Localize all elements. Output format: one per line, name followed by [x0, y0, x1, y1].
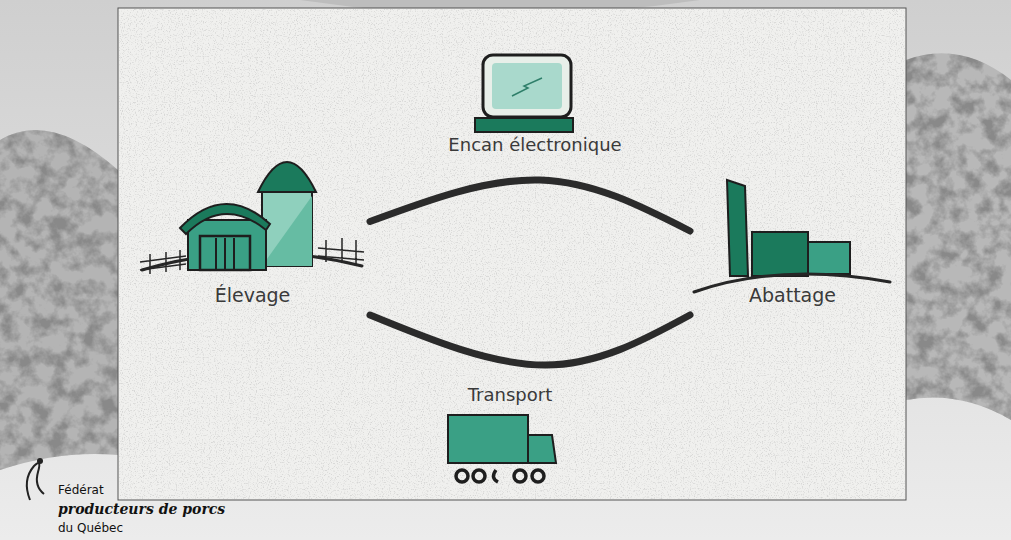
node-label: Élevage: [215, 284, 291, 307]
farm-icon: [140, 162, 364, 274]
slaughterhouse-icon: [694, 180, 890, 292]
logo-text: Fédérat: [58, 484, 104, 497]
panel-texture: [119, 9, 905, 499]
truck-icon: [448, 415, 556, 482]
icon-node: Élevage: [135, 145, 370, 315]
node-label: Abattage: [749, 284, 836, 307]
logo-text: du Québec: [58, 522, 123, 535]
edge-label: Transport: [468, 384, 552, 406]
arc-connector: [370, 180, 690, 231]
logo-figure: [27, 463, 44, 500]
arc-connector: [370, 315, 690, 365]
mountain-texture: [906, 40, 1011, 430]
edge-label: Encan électronique: [448, 134, 621, 156]
panel: [118, 8, 906, 500]
computer-icon: [475, 55, 573, 132]
mountain-texture: [0, 100, 118, 480]
icon-node: Abattage: [690, 175, 895, 315]
logo-text: producteurs de porcs: [58, 502, 225, 517]
logo-figure: [37, 458, 43, 464]
